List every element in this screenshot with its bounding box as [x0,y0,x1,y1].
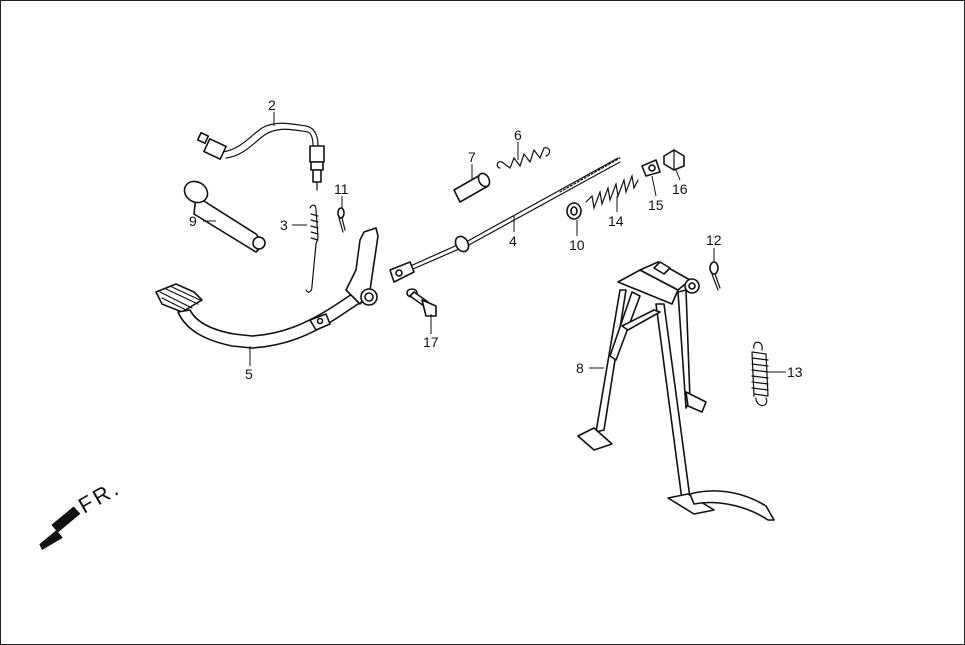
return-spring-part-3 [305,204,319,293]
washer-part-10 [566,202,582,220]
callout-6: 6 [514,127,522,143]
callout-3: 3 [280,217,288,233]
brake-pedal-part-5 [155,227,379,349]
callout-labels: 2 3 4 5 6 7 8 9 10 11 12 13 14 15 16 17 [189,97,803,382]
pivot-sleeve-part-9 [183,180,266,253]
callout-2: 2 [268,97,276,113]
stand-spring-part-13 [751,341,769,407]
callout-8: 8 [576,360,584,376]
adjusting-nut-part-16 [663,149,685,171]
cotter-pin-part-12 [709,261,721,291]
clevis-pin-part-17 [406,288,437,317]
callout-16: 16 [672,181,688,197]
collar-part-7 [453,172,491,203]
callout-17: 17 [423,334,439,350]
leader-lines [203,112,786,373]
brake-switch-part-2 [196,122,325,191]
cotter-pin-part-11 [337,207,346,233]
callout-4: 4 [509,233,517,249]
callout-13: 13 [787,364,803,380]
callout-7: 7 [468,149,476,165]
callout-5: 5 [245,366,253,382]
brake-rod-part-4 [389,157,621,283]
callout-14: 14 [608,213,624,229]
front-arrow-icon [39,506,81,550]
callout-11: 11 [334,181,349,197]
front-label: FR. [74,474,125,518]
joint-part-15 [641,159,661,177]
callout-9: 9 [189,213,197,229]
callout-12: 12 [706,232,722,248]
front-direction-indicator: FR. [39,474,125,550]
main-stand-part-8 [577,261,775,521]
callout-15: 15 [648,197,664,213]
callout-10: 10 [569,237,585,253]
spring-part-14 [585,173,639,211]
spring-part-6 [496,147,551,169]
